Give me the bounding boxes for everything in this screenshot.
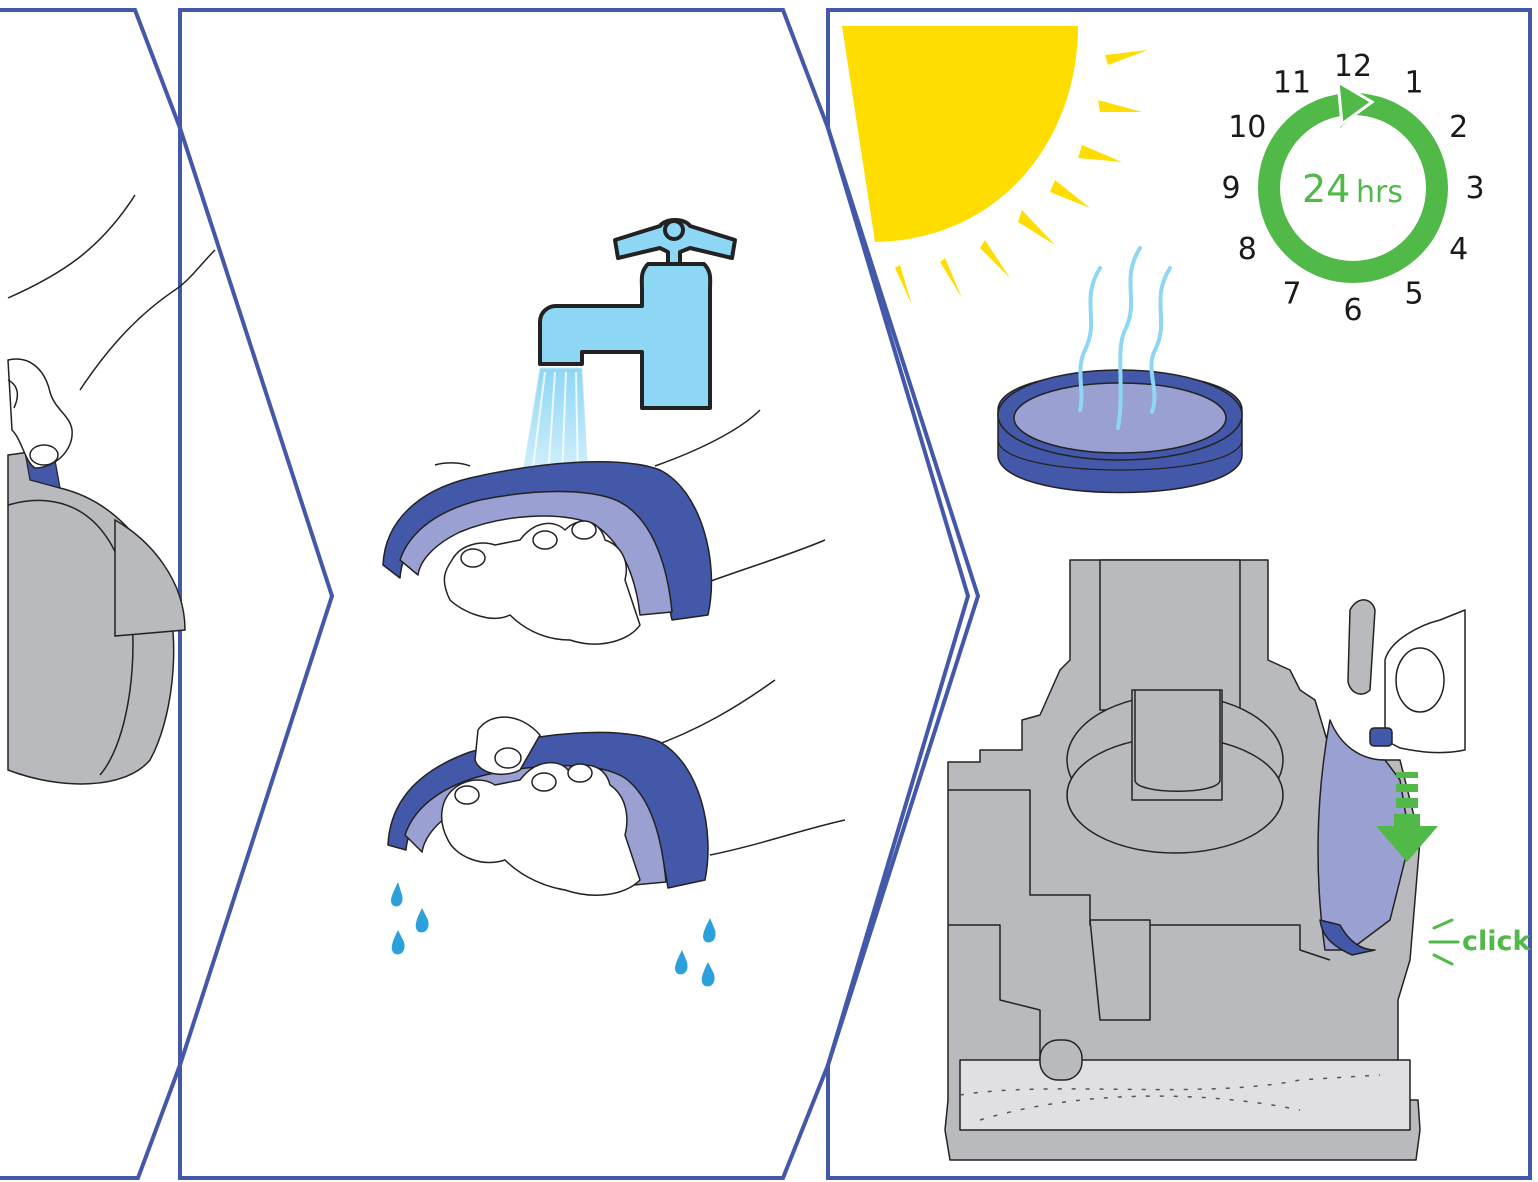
filter-drying-icon (997, 246, 1243, 494)
clock-number: 8 (1238, 232, 1257, 267)
clock-number: 6 (1343, 293, 1362, 328)
panel-remove-filter (7, 194, 216, 785)
filter-icon (382, 461, 713, 621)
clock-duration-value: 24 (1302, 167, 1350, 211)
clock-number: 11 (1273, 65, 1311, 100)
clock-number: 12 (1334, 49, 1372, 84)
click-indicator: click (1428, 918, 1532, 966)
clock-number: 10 (1228, 110, 1266, 145)
tap-icon (538, 218, 737, 410)
hand-icon (440, 716, 641, 896)
clock-number: 9 (1221, 171, 1240, 206)
vacuum-icon (944, 559, 1466, 1161)
sun-icon (842, 26, 1148, 305)
hand-icon (434, 462, 641, 645)
filter-unit-icon (7, 451, 186, 785)
clock-duration-unit: hrs (1356, 175, 1403, 210)
clock-number: 4 (1449, 232, 1468, 267)
clock-number: 5 (1404, 277, 1423, 312)
clock-number: 1 (1404, 65, 1423, 100)
down-arrow-icon (1376, 772, 1438, 862)
panel-wash-filter (382, 218, 846, 987)
hand-icon (7, 194, 216, 469)
click-label: click (1462, 926, 1532, 957)
clock-number: 2 (1449, 110, 1468, 145)
water-drop-icon (391, 882, 716, 987)
water-stream-icon (521, 367, 589, 483)
clock-number: 3 (1465, 171, 1484, 206)
panel-3-frame (826, 8, 1532, 1180)
clock-number: 7 (1282, 277, 1301, 312)
panel-2-frame (178, 8, 971, 1180)
